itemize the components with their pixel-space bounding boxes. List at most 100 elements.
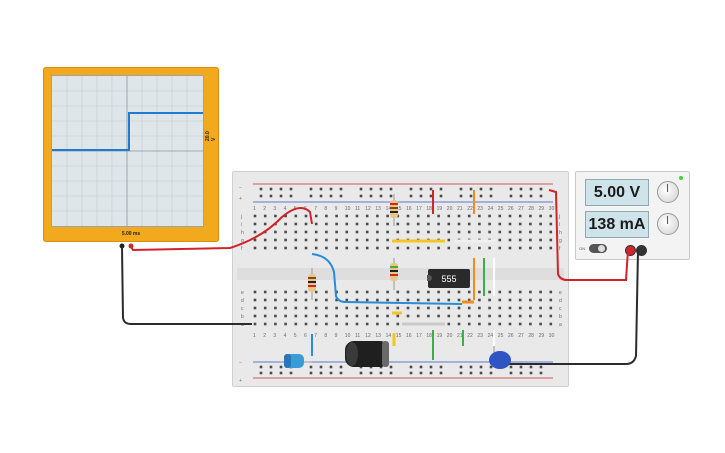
power-led <box>679 176 683 180</box>
column-number-bottom: 13 <box>375 333 381 339</box>
column-number-top: 30 <box>549 206 555 212</box>
column-number-bottom: 1 <box>253 333 256 339</box>
row-letter: b <box>559 314 562 320</box>
wire-red-probe[interactable] <box>130 207 313 252</box>
current-display: 138 mA <box>585 211 649 238</box>
column-number-top: 7 <box>314 206 317 212</box>
row-letter: i <box>241 222 242 228</box>
film-capacitor[interactable] <box>284 354 312 368</box>
column-number-top: 29 <box>539 206 545 212</box>
timer-ic-555[interactable]: 555 <box>427 269 470 288</box>
row-letter: h <box>559 230 562 236</box>
time-scale-label: 5.00 ms <box>121 231 141 237</box>
column-number-bottom: 14 <box>386 333 392 339</box>
rail-plus-bottom: + <box>239 378 242 384</box>
wire-red-power[interactable] <box>548 189 629 281</box>
row-letter: f <box>241 246 243 252</box>
ic-notch <box>427 275 432 281</box>
row-letter: h <box>241 230 244 236</box>
row-letter: b <box>241 314 244 320</box>
column-number-top: 27 <box>518 206 524 212</box>
column-number-bottom: 10 <box>345 333 351 339</box>
positive-terminal[interactable] <box>625 245 636 256</box>
row-letter: e <box>241 290 244 296</box>
ceramic-capacitor[interactable] <box>489 346 511 369</box>
column-number-bottom: 7 <box>314 333 317 339</box>
column-number-top: 20 <box>447 206 453 212</box>
column-number-top: 14 <box>386 206 392 212</box>
column-number-bottom: 23 <box>477 333 483 339</box>
column-number-bottom: 30 <box>549 333 555 339</box>
rail-minus-top: − <box>239 185 242 191</box>
column-number-bottom: 17 <box>416 333 422 339</box>
column-number-top: 16 <box>406 206 412 212</box>
resistor-3[interactable] <box>308 268 316 300</box>
column-number-top: 1 <box>253 206 256 212</box>
column-number-top: 8 <box>324 206 327 212</box>
column-number-top: 23 <box>477 206 483 212</box>
wire-black-power[interactable] <box>505 249 639 365</box>
row-letter: d <box>559 298 562 304</box>
row-letter: j <box>558 214 560 220</box>
column-number-top: 17 <box>416 206 422 212</box>
column-number-top: 11 <box>355 206 360 212</box>
power-switch[interactable] <box>589 244 607 253</box>
row-letter: d <box>241 298 244 304</box>
probe-ground-terminal[interactable] <box>119 243 125 249</box>
column-number-bottom: 22 <box>467 333 473 339</box>
resistor-1[interactable] <box>390 194 398 226</box>
ic-label: 555 <box>441 273 457 284</box>
wire-blue-trigger[interactable] <box>311 253 463 305</box>
column-number-bottom: 15 <box>396 333 402 339</box>
column-number-bottom: 4 <box>284 333 287 339</box>
column-number-bottom: 24 <box>488 333 494 339</box>
column-number-bottom: 3 <box>273 333 276 339</box>
column-number-top: 26 <box>508 206 514 212</box>
column-number-top: 13 <box>375 206 381 212</box>
power-switch-label: ON <box>579 246 585 251</box>
column-number-top: 25 <box>498 206 504 212</box>
row-letter: g <box>241 238 244 244</box>
column-number-bottom: 5 <box>294 333 297 339</box>
column-number-bottom: 27 <box>518 333 524 339</box>
resistor-2[interactable] <box>390 258 398 290</box>
column-number-bottom: 9 <box>335 333 338 339</box>
wire-black-probe[interactable] <box>121 246 252 325</box>
column-number-bottom: 12 <box>365 333 371 339</box>
power-supply[interactable]: 5.00 V 138 mA ON <box>575 171 690 260</box>
column-number-top: 15 <box>396 206 402 212</box>
column-number-top: 21 <box>457 206 463 212</box>
row-letter: e <box>559 290 562 296</box>
column-number-bottom: 20 <box>447 333 453 339</box>
column-number-top: 3 <box>273 206 276 212</box>
column-number-top: 24 <box>488 206 494 212</box>
column-number-top: 18 <box>426 206 432 212</box>
oscilloscope-screen <box>51 75 204 227</box>
electrolytic-capacitor[interactable] <box>345 341 389 367</box>
row-letter: a <box>559 322 562 328</box>
column-number-top: 22 <box>467 206 473 212</box>
column-number-bottom: 2 <box>263 333 266 339</box>
column-number-bottom: 26 <box>508 333 514 339</box>
column-number-bottom: 25 <box>498 333 504 339</box>
column-number-bottom: 18 <box>426 333 432 339</box>
row-letter: c <box>241 306 244 312</box>
column-number-top: 9 <box>335 206 338 212</box>
row-letter: g <box>559 238 562 244</box>
row-letter: j <box>240 214 242 220</box>
voltage-knob[interactable] <box>657 181 679 203</box>
column-number-top: 2 <box>263 206 266 212</box>
column-number-bottom: 16 <box>406 333 412 339</box>
negative-terminal[interactable] <box>636 245 647 256</box>
breadboard-center-channel <box>237 268 564 280</box>
oscilloscope-graph <box>52 76 203 226</box>
column-number-bottom: 28 <box>528 333 534 339</box>
column-number-top: 4 <box>284 206 287 212</box>
column-number-bottom: 29 <box>539 333 545 339</box>
voltage-display: 5.00 V <box>585 179 649 206</box>
current-knob[interactable] <box>657 213 679 235</box>
oscilloscope[interactable]: 5.00 ms 20.0 V <box>43 67 219 242</box>
column-number-top: 10 <box>345 206 351 212</box>
column-number-top: 19 <box>437 206 443 212</box>
